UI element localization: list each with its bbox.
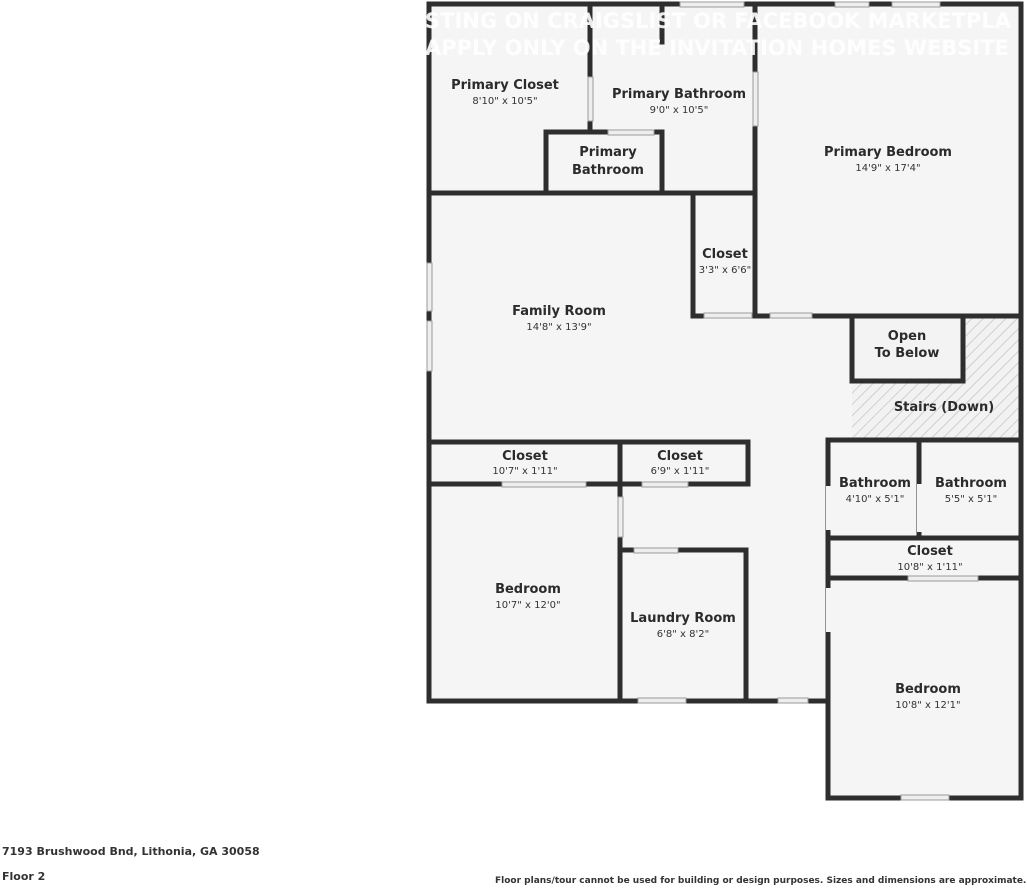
room-bathroom-2: Bathroom 5'5" x 5'1" [935,476,1007,505]
room-dimensions: 8'10" x 10'5" [472,96,537,107]
room-name: Closet [702,247,748,262]
room-dimensions: 6'8" x 8'2" [657,629,709,640]
openings [826,486,831,632]
room-dimensions: 10'8" x 12'1" [895,700,960,711]
room-name-line-2: Bathroom [572,163,644,178]
room-closet-small: Closet 3'3" x 6'6" [699,247,751,276]
room-dimensions: 4'10" x 5'1" [846,494,905,505]
room-name: Bedroom [495,582,561,597]
room-closet-mid: Closet 6'9" x 1'11" [651,449,710,477]
room-primary-closet: Primary Closet 8'10" x 10'5" [451,78,559,107]
room-name: Stairs (Down) [894,400,994,415]
windows [426,1,979,801]
room-dimensions: 6'9" x 1'11" [651,466,710,477]
room-family-room: Family Room 14'8" x 13'9" [512,304,606,333]
room-dimensions: 10'7" x 1'11" [492,466,557,477]
floor-label: Floor 2 [2,870,46,883]
room-closet-left: Closet 10'7" x 1'11" [492,449,557,477]
room-laundry: Laundry Room 6'8" x 8'2" [630,611,736,640]
stairs-area [852,316,1021,440]
room-dimensions: 14'8" x 13'9" [526,322,591,333]
room-primary-bathroom-2: Primary Bathroom [572,145,644,178]
room-dimensions: 14'9" x 17'4" [855,163,920,174]
room-name: Closet [502,449,548,464]
room-name: Closet [907,544,953,559]
room-dimensions: 5'5" x 5'1" [945,494,997,505]
room-name: Bedroom [895,682,961,697]
room-primary-bathroom: Primary Bathroom 9'0" x 10'5" [612,87,746,116]
room-name: Bathroom [839,476,911,491]
room-bathroom-1: Bathroom 4'10" x 5'1" [839,476,911,505]
room-dimensions: 10'8" x 1'11" [897,562,962,573]
room-name: Closet [657,449,703,464]
watermark-line-1: STING ON CRAIGSLIST OR FACEBOOK MARKETPL… [425,9,1012,33]
room-labels: Primary Closet 8'10" x 10'5" Primary Bat… [451,78,1007,711]
room-name: Bathroom [935,476,1007,491]
room-name-line-1: Open [888,329,926,344]
room-name: Family Room [512,304,606,319]
watermark-line-2: APPLY ONLY ON THE INVITATION HOMES WEBSI… [425,36,1009,60]
room-dimensions: 10'7" x 12'0" [495,600,560,611]
room-dimensions: 3'3" x 6'6" [699,265,751,276]
room-name: Primary Bedroom [824,145,952,160]
room-stairs: Stairs (Down) [894,400,994,415]
room-name: Primary Closet [451,78,559,93]
room-bedroom-left: Bedroom 10'7" x 12'0" [495,582,561,611]
room-dimensions: 9'0" x 10'5" [650,105,709,116]
disclaimer: Floor plans/tour cannot be used for buil… [495,876,1027,886]
room-closet-right: Closet 10'8" x 1'11" [897,544,962,573]
property-address: 7193 Brushwood Bnd, Lithonia, GA 30058 [2,845,260,858]
room-primary-bedroom: Primary Bedroom 14'9" x 17'4" [824,145,952,174]
room-name: Laundry Room [630,611,736,626]
floor-fills [430,5,1021,798]
watermark: STING ON CRAIGSLIST OR FACEBOOK MARKETPL… [425,9,1012,60]
room-name: Primary Bathroom [612,87,746,102]
room-open-to-below: Open To Below [875,329,940,361]
room-name-line-2: To Below [875,346,940,361]
room-bedroom-right: Bedroom 10'8" x 12'1" [895,682,961,711]
room-name-line-1: Primary [579,145,637,160]
